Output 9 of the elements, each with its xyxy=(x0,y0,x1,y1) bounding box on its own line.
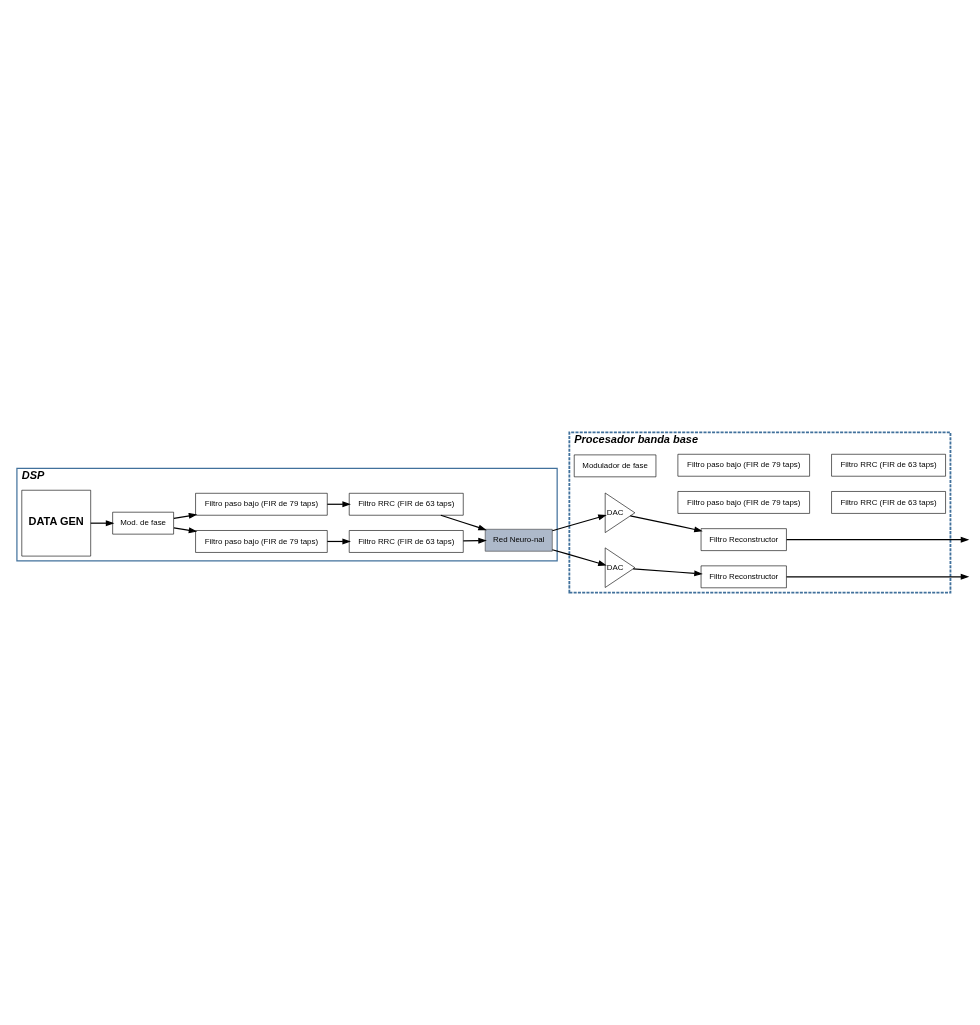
arrow xyxy=(786,573,970,580)
arrow xyxy=(632,568,703,577)
arrow xyxy=(173,527,198,534)
arrow xyxy=(173,512,198,519)
arrow xyxy=(551,514,607,532)
arrow xyxy=(551,549,607,566)
arrow xyxy=(786,536,970,543)
arrow xyxy=(629,515,703,533)
node-box: DATA GEN xyxy=(21,489,91,557)
